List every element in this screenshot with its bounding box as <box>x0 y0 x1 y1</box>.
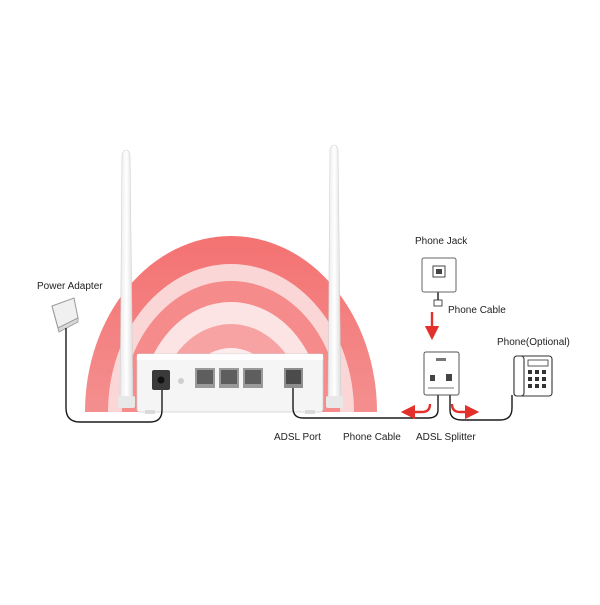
label-adsl-port: ADSL Port <box>274 432 321 443</box>
label-phone-cable-top: Phone Cable <box>448 305 506 316</box>
phone-cable-router-splitter <box>292 388 439 419</box>
label-phone-cable-bottom: Phone Cable <box>343 432 401 443</box>
router <box>136 353 324 414</box>
antenna-right <box>327 144 342 406</box>
router-lan-ports <box>195 368 263 388</box>
router-reset-button <box>178 378 184 384</box>
power-cable <box>65 328 163 423</box>
label-phone-jack: Phone Jack <box>415 236 468 247</box>
arrow-right-to-phone <box>450 403 480 420</box>
phone-cable-splitter-phone <box>449 395 513 421</box>
adsl-splitter <box>423 351 460 396</box>
telephone <box>513 355 553 397</box>
power-adapter <box>51 297 79 333</box>
label-power-adapter: Power Adapter <box>37 281 103 292</box>
phone-plug <box>433 299 443 307</box>
phone-jack <box>421 257 457 293</box>
router-antennas <box>118 144 343 408</box>
arrow-left-to-router <box>400 403 432 420</box>
signal-arrows <box>400 312 480 420</box>
label-adsl-splitter: ADSL Splitter <box>416 432 476 443</box>
label-phone-optional: Phone(Optional) <box>497 337 570 348</box>
antenna-left <box>119 149 134 406</box>
